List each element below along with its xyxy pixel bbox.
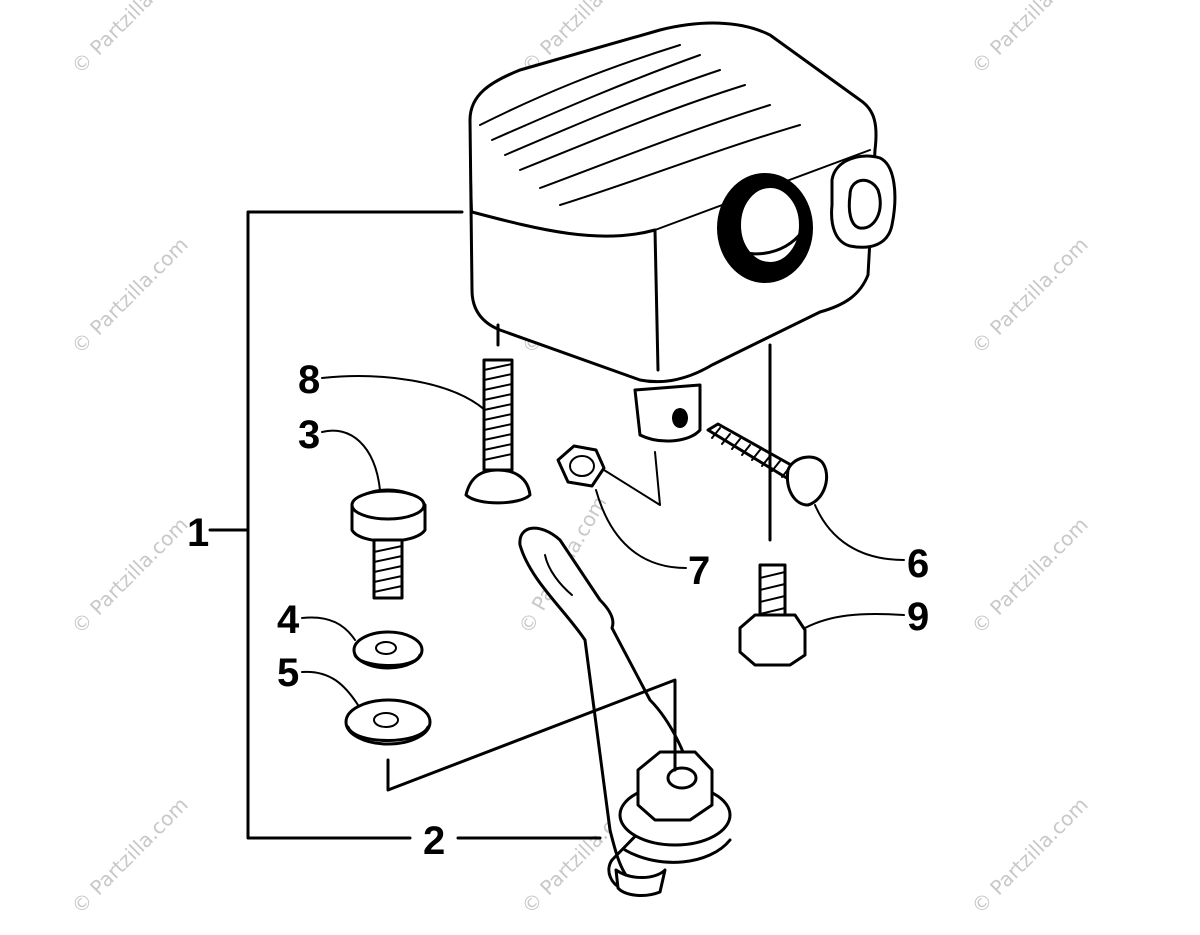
callout-2: 2 <box>423 819 445 863</box>
nut-7 <box>556 444 661 506</box>
screw-6 <box>706 422 828 507</box>
watermark: © Partzilla.com <box>67 792 193 918</box>
washer-5 <box>344 698 432 746</box>
watermark: © Partzilla.com <box>967 512 1093 638</box>
watermark: © Partzilla.com <box>967 232 1093 358</box>
screw-8 <box>464 323 532 505</box>
watermark: © Partzilla.com <box>967 792 1093 918</box>
callout-1: 1 <box>187 511 209 555</box>
leader-lines <box>208 210 905 840</box>
callout-8: 8 <box>298 358 320 402</box>
callout-labels: 1 2 3 4 5 6 7 8 9 <box>187 358 929 863</box>
callout-6: 6 <box>907 542 929 586</box>
lever-bracket <box>518 526 732 897</box>
callout-3: 3 <box>298 413 320 457</box>
screw-3 <box>350 488 427 600</box>
watermark: © Partzilla.com <box>67 0 193 79</box>
watermark: © Partzilla.com <box>67 512 193 638</box>
watermark: © Partzilla.com <box>967 0 1093 79</box>
callout-5: 5 <box>277 651 299 695</box>
screw-9 <box>738 343 807 667</box>
callout-7: 7 <box>688 549 710 593</box>
washer-4 <box>352 630 424 670</box>
watermark: © Partzilla.com <box>67 232 193 358</box>
switch-housing <box>468 21 897 443</box>
callout-9: 9 <box>907 595 929 639</box>
callout-4: 4 <box>277 598 300 642</box>
